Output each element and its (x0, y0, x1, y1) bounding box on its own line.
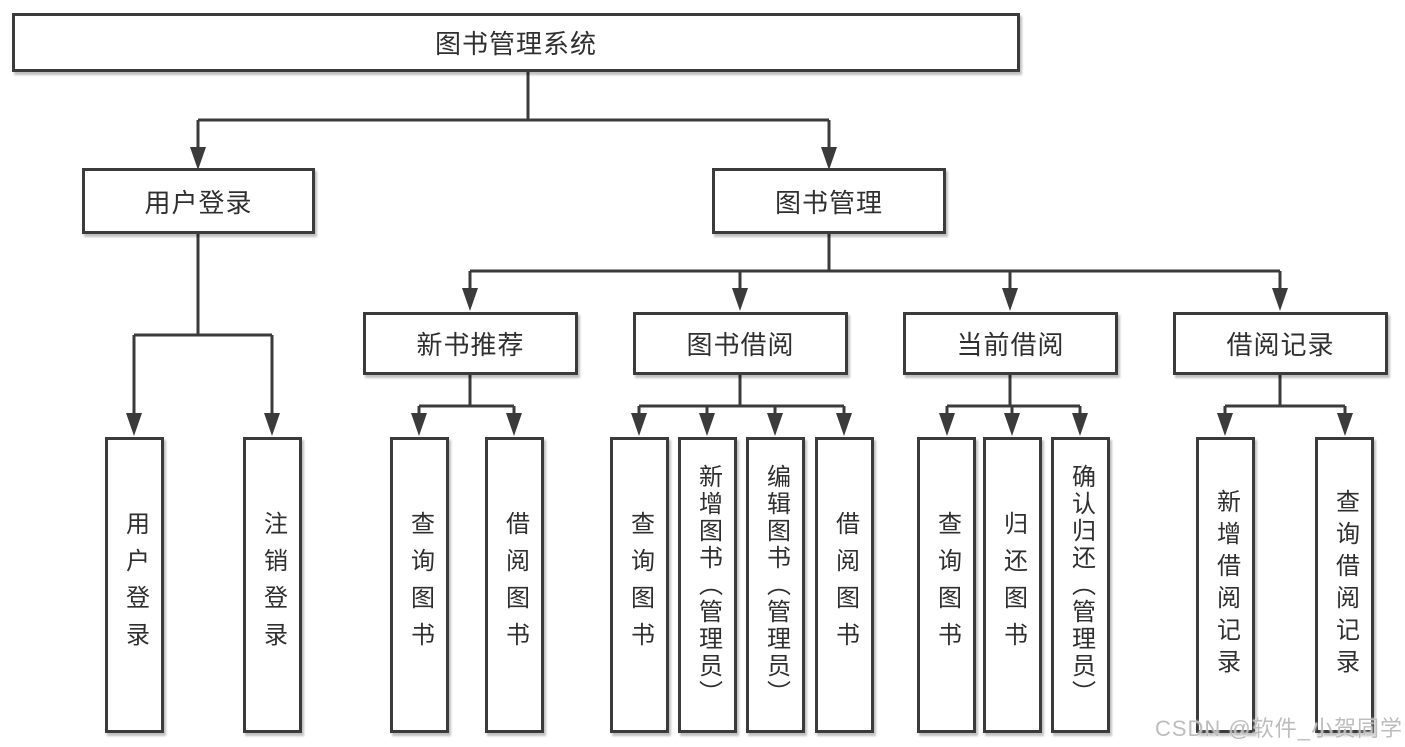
node-label: 图书管理系统 (434, 29, 597, 59)
leaf-label: 借阅图书 (501, 511, 529, 659)
leaf-borrow-books-borrowing: 借阅图书 (815, 437, 874, 733)
leaf-label: 新增图书（管理员） (694, 463, 722, 707)
leaf-label: 新增借阅记录 (1212, 489, 1240, 681)
leaf-label: 用户登录 (121, 511, 149, 659)
node-current-borrowing: 当前借阅 (903, 312, 1118, 375)
leaf-query-borrow-record: 查询借阅记录 (1315, 437, 1374, 733)
leaf-logout: 注销登录 (243, 437, 302, 733)
node-label: 借阅记录 (1226, 330, 1335, 360)
csdn-watermark: CSDN @软件_小贺同学 (1154, 716, 1403, 741)
leaf-borrow-books-recommend: 借阅图书 (485, 437, 544, 733)
leaf-label: 查询图书 (406, 511, 434, 659)
node-label: 图书借阅 (686, 330, 795, 360)
node-new-book-recommend: 新书推荐 (363, 312, 578, 375)
node-label: 新书推荐 (416, 330, 525, 360)
leaf-label: 查询借阅记录 (1331, 489, 1359, 681)
leaf-edit-books-admin: 编辑图书（管理员） (746, 437, 805, 733)
leaf-label: 注销登录 (259, 511, 287, 659)
leaf-label: 编辑图书（管理员） (762, 463, 790, 707)
leaf-query-books-borrowing: 查询图书 (610, 437, 669, 733)
leaf-label: 确认归还（管理员） (1067, 463, 1095, 707)
leaf-label: 查询图书 (933, 511, 961, 659)
node-book-management: 图书管理 (712, 168, 946, 234)
node-label: 当前借阅 (956, 330, 1065, 360)
leaf-add-books-admin: 新增图书（管理员） (678, 437, 737, 733)
leaf-return-books: 归还图书 (983, 437, 1042, 733)
node-user-login: 用户登录 (82, 168, 315, 234)
leaf-user-login: 用户登录 (105, 437, 164, 733)
leaf-label: 查询图书 (626, 511, 654, 659)
node-label: 图书管理 (774, 187, 883, 218)
leaf-label: 借阅图书 (831, 511, 859, 659)
leaf-label: 归还图书 (999, 511, 1027, 659)
leaf-confirm-return-admin: 确认归还（管理员） (1051, 437, 1110, 733)
arrowheads (126, 147, 1353, 436)
node-library-management-system: 图书管理系统 (12, 13, 1020, 72)
leaf-query-books-current: 查询图书 (917, 437, 976, 733)
node-borrowing-records: 借阅记录 (1173, 312, 1388, 375)
leaf-add-borrow-record: 新增借阅记录 (1196, 437, 1255, 733)
node-book-borrowing: 图书借阅 (633, 312, 848, 375)
node-label: 用户登录 (144, 187, 253, 218)
leaf-query-books-recommend: 查询图书 (390, 437, 449, 733)
